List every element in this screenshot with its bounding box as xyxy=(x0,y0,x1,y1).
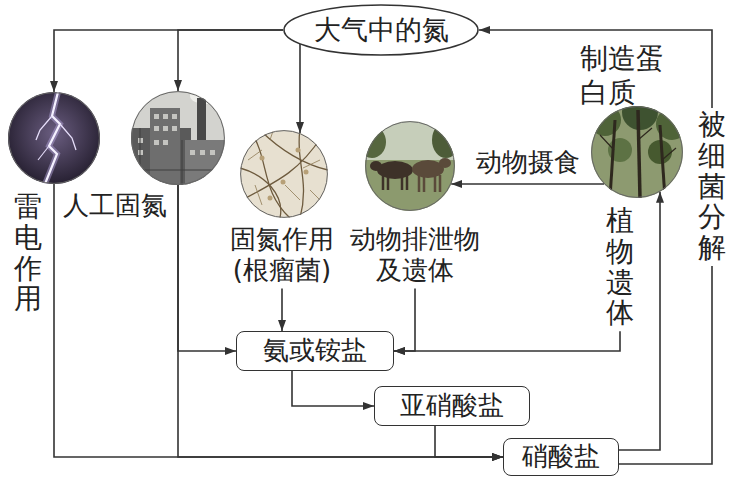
edge-label: 被细菌分解 xyxy=(698,108,726,266)
building xyxy=(185,140,225,185)
root-nodule-photo xyxy=(240,125,328,218)
lightning-branch xyxy=(38,146,49,160)
fine-roots xyxy=(248,125,325,205)
photo-node: 人工固氮 xyxy=(63,91,225,315)
scaffold xyxy=(131,128,225,185)
cattle-photo xyxy=(358,121,460,211)
circle-outline xyxy=(365,121,455,211)
lightning-photo xyxy=(8,92,100,184)
tree-trunks xyxy=(600,110,676,198)
photo-node: 动物排泄物 及遗体 xyxy=(345,121,485,286)
nodules xyxy=(260,148,309,201)
circle-shape xyxy=(592,107,683,198)
node-label: 亚硝酸盐 xyxy=(400,390,504,421)
process-box: 氨或铵盐 xyxy=(236,331,394,371)
lightning-branch xyxy=(60,124,76,150)
photo-circle xyxy=(8,92,100,184)
sky xyxy=(131,91,225,185)
cow xyxy=(370,161,382,171)
lightning-bolt xyxy=(45,92,60,184)
ellipse-node: 大气中的氮 xyxy=(283,4,479,56)
connector xyxy=(435,426,503,457)
tree xyxy=(358,126,386,158)
forest-ground xyxy=(591,106,683,198)
circle-outline xyxy=(8,92,100,184)
node-label: 硝酸盐 xyxy=(522,441,600,472)
connector xyxy=(54,30,283,92)
connector xyxy=(292,371,374,406)
lightning-branch xyxy=(36,116,52,140)
process-box: 硝酸盐 xyxy=(503,438,619,476)
photo-circle xyxy=(131,91,225,185)
sky xyxy=(365,121,455,211)
circle-shape xyxy=(9,93,100,184)
node-label: 雷电作用 xyxy=(14,192,42,315)
node-label: 植物遗体 xyxy=(606,206,634,329)
photo-circle xyxy=(240,130,328,218)
edge-label: 动物摄食 xyxy=(473,147,583,178)
connector xyxy=(394,288,415,351)
lightning-glow xyxy=(45,92,60,184)
photo-circle xyxy=(591,106,683,198)
circle-shape xyxy=(132,92,225,185)
cow xyxy=(377,161,413,179)
process-box: 亚硝酸盐 xyxy=(374,386,530,426)
circle-outline xyxy=(591,106,683,198)
circle-outline xyxy=(131,91,225,185)
node-label: 氨或铵盐 xyxy=(263,335,367,366)
node-label: 制造蛋 白质 xyxy=(580,42,676,109)
field xyxy=(365,160,455,211)
forest-photo xyxy=(589,94,688,198)
connector xyxy=(178,185,503,457)
cow xyxy=(439,158,451,168)
soil xyxy=(240,130,328,218)
connector xyxy=(54,184,503,457)
node-label: 人工固氮 xyxy=(63,190,167,221)
photo-node: 固氮作用 (根瘤菌) xyxy=(222,130,342,286)
connector xyxy=(178,30,283,91)
node-label: 大气中的氮 xyxy=(314,14,449,46)
night-sky xyxy=(8,92,100,184)
connector xyxy=(451,183,604,185)
node-label: 动物排泄物 及遗体 xyxy=(345,224,485,286)
windows xyxy=(138,114,215,155)
roots xyxy=(240,130,328,218)
ellipse-shape xyxy=(284,5,478,55)
connector xyxy=(299,44,301,133)
circle-outline xyxy=(240,130,328,218)
photo-circle xyxy=(365,121,455,211)
photo-node: 制造蛋 白质植物遗体 xyxy=(580,42,683,329)
circle-shape xyxy=(241,131,328,218)
building xyxy=(150,108,180,185)
connector xyxy=(394,331,620,351)
connector xyxy=(178,185,236,351)
circle-shape xyxy=(366,122,455,211)
node-label: 固氮作用 (根瘤菌) xyxy=(222,224,342,286)
factory-photo xyxy=(131,88,225,185)
connector xyxy=(281,288,283,331)
